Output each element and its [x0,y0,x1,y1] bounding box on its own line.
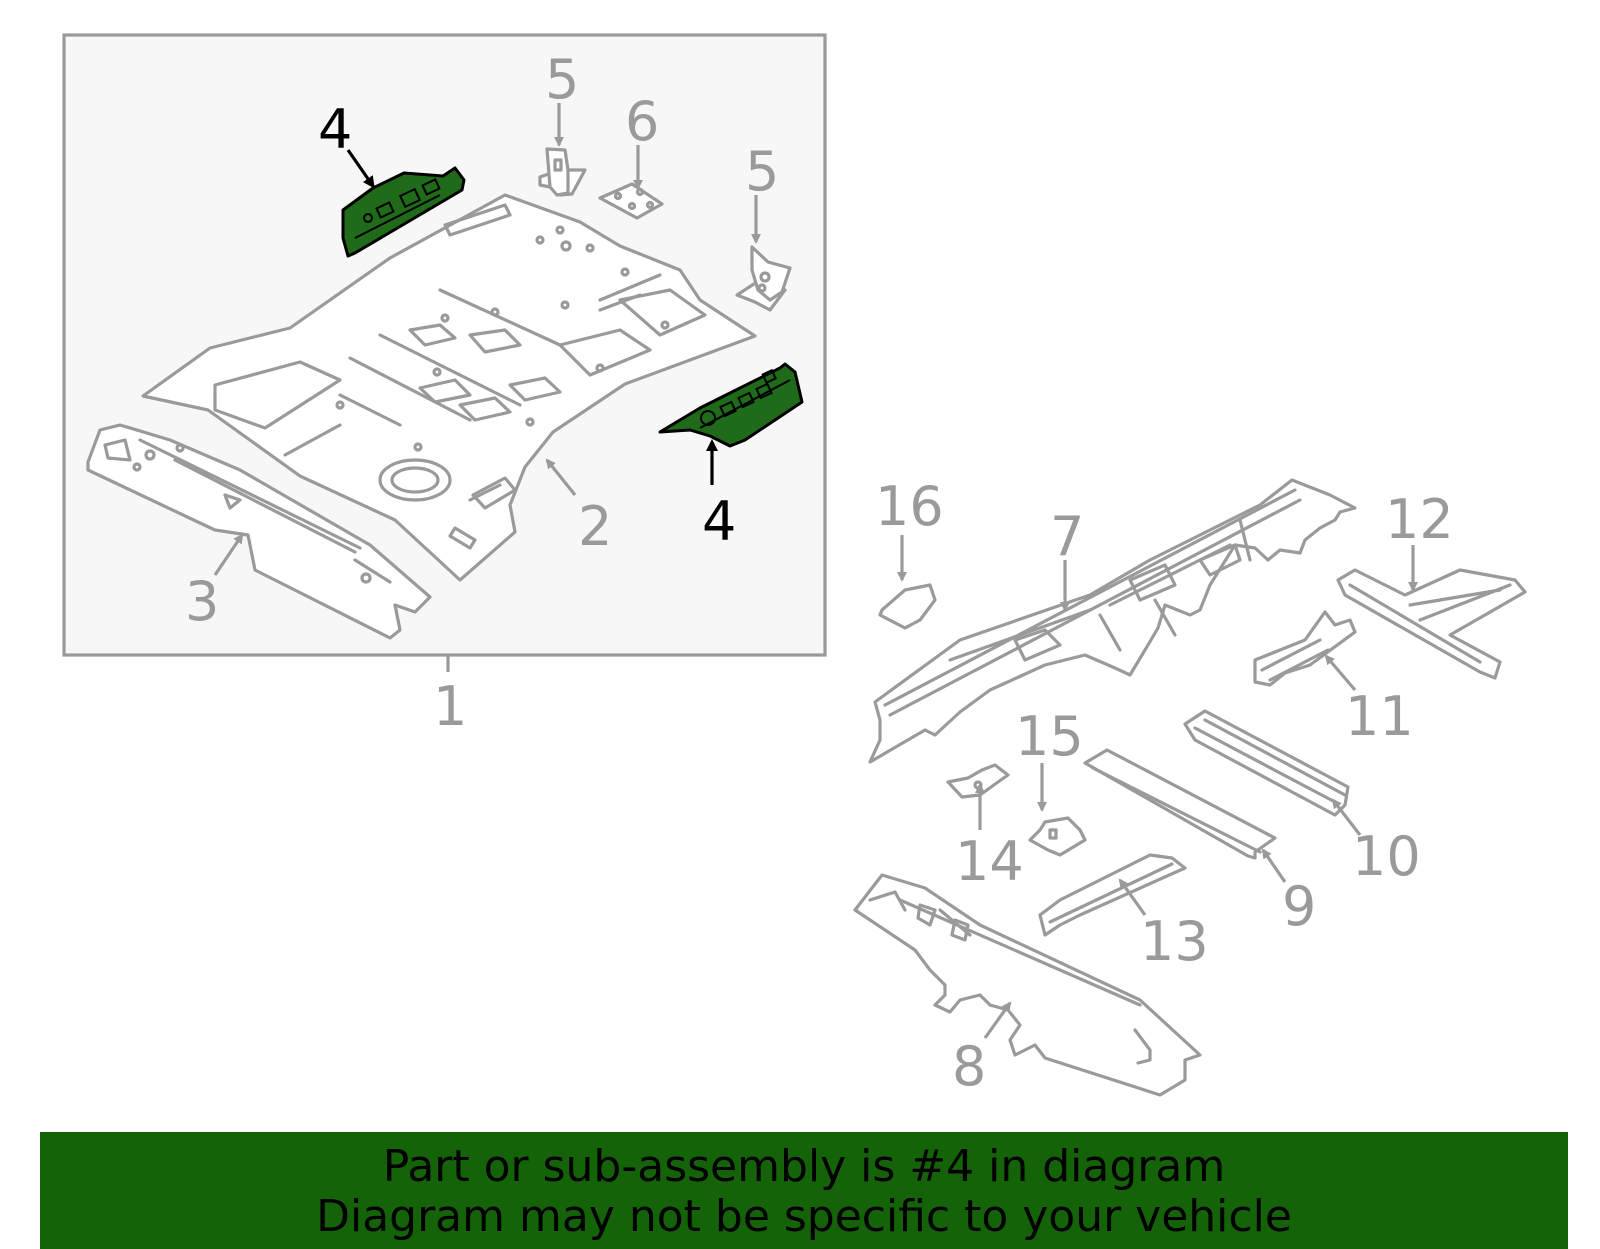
callout-14: 14 [955,830,1024,893]
callout-12: 12 [1385,488,1454,551]
part-13-bar [1038,853,1187,937]
banner-line-1: Part or sub-assembly is #4 in diagram [382,1141,1226,1192]
callout-10: 10 [1352,825,1421,888]
callout-15: 15 [1015,705,1084,768]
callout-11: 11 [1345,685,1414,748]
part-7-side-rail [868,478,1357,764]
callout-4-left: 4 [318,98,352,161]
leader-10 [1331,798,1362,836]
callout-5-top: 5 [545,48,579,111]
part-8-rear-cross-member [853,873,1202,1097]
leader-13 [1118,878,1147,916]
callout-6: 6 [625,90,659,153]
part-14-small-bracket [946,763,1010,799]
part-10-cross-bar [1183,709,1350,817]
info-banner: Part or sub-assembly is #4 in diagram Di… [40,1132,1568,1249]
part-5-bracket-top [538,147,587,197]
part-4-bracket-left [341,166,466,258]
part-12-rail-extension [1336,568,1527,680]
leader-8 [983,1001,1012,1039]
part-15-bracket [1028,816,1087,857]
callout-13: 13 [1140,910,1209,973]
part-5-bracket-right [735,245,792,312]
callout-9: 9 [1282,875,1316,938]
callout-4-right: 4 [702,490,736,553]
callout-2: 2 [578,495,612,558]
callout-1: 1 [433,675,467,738]
callout-7: 7 [1050,505,1084,568]
banner-line-2: Diagram may not be specific to your vehi… [316,1191,1292,1242]
part-2-floor-pan [141,193,757,582]
callout-8: 8 [952,1035,986,1098]
callout-3: 3 [185,570,219,633]
part-4-bracket-right [658,362,804,448]
part-16-small-bracket [878,583,937,630]
leader-9 [1261,848,1287,883]
part-9-cross-bar [1083,748,1277,860]
leader-4-left [346,149,375,189]
part-11-bracket [1253,610,1357,687]
leader-11 [1324,654,1357,692]
part-3-cross-member [86,423,432,640]
callout-5-right: 5 [745,140,779,203]
leader-3 [213,533,244,576]
callout-16: 16 [875,475,944,538]
part-6-plate [598,182,664,220]
leader-2 [545,458,577,496]
